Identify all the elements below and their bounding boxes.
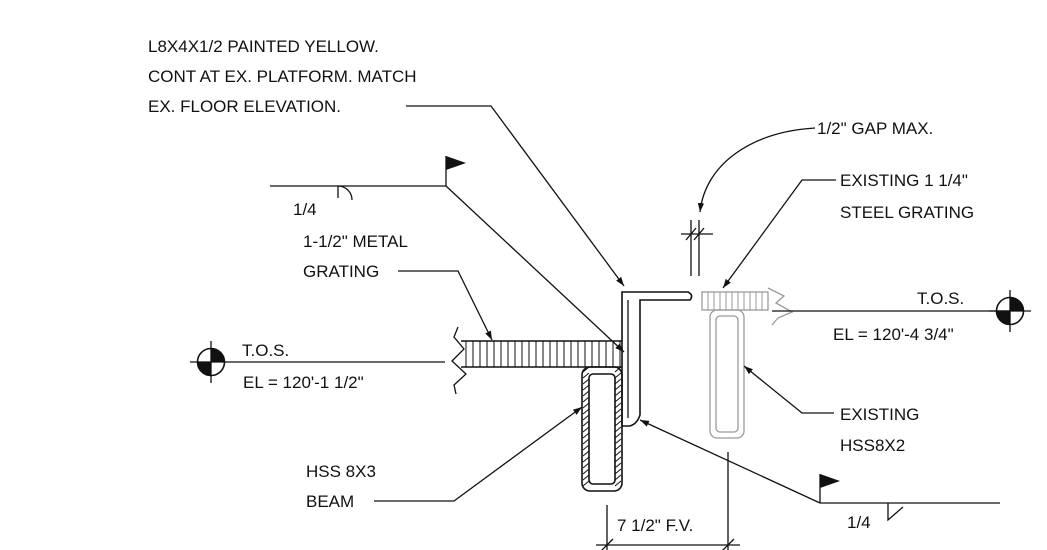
angle-l8x4 [621, 291, 693, 427]
tos-left: T.O.S. EL = 120'-1 1/2" [190, 341, 445, 392]
new-grating-line-1: 1-1/2" METAL [303, 232, 408, 251]
weld-size-bottom: 1/4 [847, 513, 871, 532]
tos-left-elevation: EL = 120'-1 1/2" [243, 373, 364, 392]
dimension-label: 7 1/2" F.V. [617, 516, 693, 535]
new-grating-note: 1-1/2" METAL GRATING [303, 232, 493, 341]
existing-grating-line-1: EXISTING 1 1/4" [840, 171, 968, 190]
existing-hss8x2 [709, 309, 745, 439]
weld-symbol-bottom: 1/4 [639, 419, 1000, 532]
weld-flag-top-icon [446, 156, 466, 170]
existing-grating-note: EXISTING 1 1/4" STEEL GRATING [722, 171, 974, 289]
weld-size-top: 1/4 [293, 200, 317, 219]
angle-leader [406, 105, 625, 287]
new-hss-leader [374, 406, 583, 502]
tos-right-label: T.O.S. [917, 289, 964, 308]
angle-note-line-3: EX. FLOOR ELEVATION. [148, 97, 341, 116]
gap-tick-left [685, 227, 697, 241]
gap-note-label: 1/2" GAP MAX. [817, 119, 933, 138]
tos-right: T.O.S. EL = 120'-4 3/4" [772, 289, 1031, 344]
existing-grating-line-2: STEEL GRATING [840, 203, 974, 222]
existing-hss-line-2: HSS8X2 [840, 436, 905, 455]
hss-8x3-beam [581, 366, 623, 492]
new-metal-grating [451, 326, 622, 395]
weld-flag-bottom-icon [820, 474, 840, 488]
face-dimension: 7 1/2" F.V. [596, 452, 740, 550]
gap-tick-right [693, 227, 705, 241]
fillet-weld-icon [337, 185, 353, 201]
gap-leader [697, 127, 816, 213]
angle-note-line-2: CONT AT EX. PLATFORM. MATCH [148, 67, 417, 86]
angle-note-line-1: L8X4X1/2 PAINTED YELLOW. [148, 37, 379, 56]
new-grating-line-2: GRATING [303, 262, 379, 281]
fillet-weld-bottom-icon [887, 503, 904, 522]
angle-note: L8X4X1/2 PAINTED YELLOW. CONT AT EX. PLA… [148, 37, 625, 287]
tos-left-label: T.O.S. [242, 341, 289, 360]
new-grating-leader [398, 270, 493, 341]
tos-right-elevation: EL = 120'-4 3/4" [833, 325, 954, 344]
gap-note: 1/2" GAP MAX. [681, 119, 933, 276]
weld-arrow-bottom [639, 419, 821, 504]
existing-hss-leader [743, 365, 834, 414]
new-hss-line-2: BEAM [306, 492, 354, 511]
weld-symbol-top: 1/4 [270, 156, 625, 353]
existing-grating-leader [722, 179, 836, 289]
new-hss-note: HSS 8X3 BEAM [306, 406, 583, 511]
weld-arrow-top [445, 185, 625, 353]
existing-hss-note: EXISTING HSS8X2 [743, 365, 919, 455]
existing-hss-line-1: EXISTING [840, 405, 919, 424]
new-hss-line-1: HSS 8X3 [306, 462, 376, 481]
